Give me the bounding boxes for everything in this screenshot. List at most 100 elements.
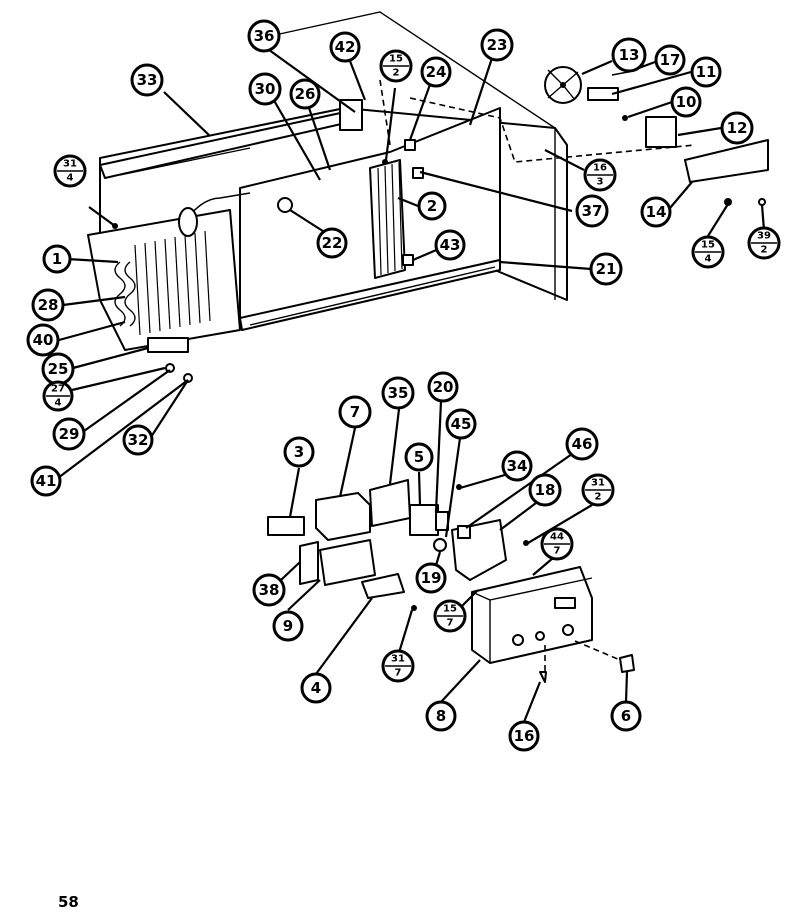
condenser-coil <box>369 159 406 279</box>
callout-label: 43 <box>440 236 461 254</box>
fraction-callout-31-7: 317 <box>381 649 415 683</box>
callout-14: 14 <box>640 196 672 228</box>
fan-motor <box>645 116 677 148</box>
fraction-top: 44 <box>550 532 564 543</box>
switch <box>361 573 405 599</box>
main-chassis-assembly <box>87 11 696 383</box>
capacitor-bracket <box>369 479 411 527</box>
callout-label: 34 <box>507 457 528 475</box>
callout-label: 9 <box>283 617 293 635</box>
callout-40: 40 <box>26 323 60 357</box>
callout-3: 3 <box>283 436 315 468</box>
fraction-bottom: 4 <box>67 173 74 184</box>
callout-10: 10 <box>670 86 702 118</box>
fraction-bottom: 7 <box>395 668 402 679</box>
callout-42: 42 <box>329 31 361 63</box>
callout-41: 41 <box>30 465 62 497</box>
callout-label: 1 <box>52 250 62 268</box>
fraction-bottom: 3 <box>597 177 604 188</box>
callout-30: 30 <box>248 72 282 106</box>
callout-37: 37 <box>575 194 609 228</box>
callout-label: 25 <box>48 360 69 378</box>
fraction-callout-31-2: 312 <box>581 473 615 507</box>
callout-25: 25 <box>41 352 75 386</box>
callout-label: 41 <box>36 472 57 490</box>
callout-23: 23 <box>480 28 514 62</box>
callout-2: 2 <box>417 191 447 221</box>
callout-29: 29 <box>52 417 86 451</box>
callout-36: 36 <box>247 19 281 53</box>
callout-22: 22 <box>316 227 348 259</box>
fraction-bottom: 2 <box>761 245 768 256</box>
callout-9: 9 <box>272 610 304 642</box>
fraction-callout-27-4: 274 <box>42 380 74 412</box>
fraction-top: 15 <box>389 54 403 65</box>
callout-label: 35 <box>388 384 409 402</box>
callout-label: 40 <box>33 331 54 349</box>
callout-26: 26 <box>289 78 321 110</box>
callout-label: 2 <box>427 197 437 215</box>
callout-label: 4 <box>311 679 321 697</box>
callout-label: 19 <box>421 569 442 587</box>
control-assembly <box>267 479 635 683</box>
callout-34: 34 <box>501 450 533 482</box>
control-plate <box>267 516 305 536</box>
callout-19: 19 <box>415 562 447 594</box>
grommet <box>277 197 293 213</box>
fraction-top: 39 <box>757 231 771 242</box>
callout-33: 33 <box>130 63 164 97</box>
evaporator-coil <box>87 192 251 351</box>
control-panel <box>471 566 593 664</box>
terminal-block <box>319 539 376 586</box>
callout-28: 28 <box>31 288 65 322</box>
callout-label: 42 <box>335 38 356 56</box>
callout-label: 7 <box>350 403 360 421</box>
callout-24: 24 <box>420 56 452 88</box>
callout-label: 16 <box>514 727 535 745</box>
knob <box>619 654 635 673</box>
fraction-bottom: 2 <box>595 492 602 503</box>
callout-1: 1 <box>42 244 72 274</box>
callout-label: 13 <box>619 46 640 64</box>
fraction-top: 31 <box>591 478 605 489</box>
callout-label: 28 <box>38 296 59 314</box>
callout-label: 3 <box>294 443 304 461</box>
fraction-callout-31-4: 314 <box>53 154 87 188</box>
callout-13: 13 <box>611 37 647 73</box>
callout-4: 4 <box>300 672 332 704</box>
fraction-top: 31 <box>391 654 405 665</box>
callout-label: 12 <box>727 119 748 137</box>
capillary-drier <box>178 207 198 237</box>
callout-11: 11 <box>690 56 722 88</box>
callout-46: 46 <box>565 427 599 461</box>
fraction-top: 27 <box>51 384 65 395</box>
fraction-bottom: 4 <box>55 398 62 409</box>
fraction-top: 16 <box>593 163 607 174</box>
fraction-callout-15-4: 154 <box>691 235 725 269</box>
fraction-top: 31 <box>63 159 77 170</box>
fraction-callout-15-2: 152 <box>379 49 413 83</box>
screw <box>539 671 547 683</box>
callout-label: 20 <box>433 378 454 396</box>
callout-label: 30 <box>255 80 276 98</box>
callout-18: 18 <box>528 473 562 507</box>
page-number: 58 <box>58 893 79 911</box>
callout-label: 23 <box>487 36 508 54</box>
callout-label: 37 <box>582 202 603 220</box>
fraction-bottom: 7 <box>447 618 454 629</box>
drain-pan <box>147 337 189 353</box>
callout-label: 32 <box>128 431 149 449</box>
callout-32: 32 <box>122 424 154 456</box>
fraction-callout-39-2: 392 <box>747 226 781 260</box>
fraction-bottom: 4 <box>705 254 712 265</box>
fraction-callout-16-3: 163 <box>583 158 617 192</box>
callout-label: 10 <box>676 93 697 111</box>
fan-blade <box>544 66 582 104</box>
callout-5: 5 <box>404 442 434 472</box>
callout-label: 18 <box>535 481 556 499</box>
fraction-top: 15 <box>701 240 715 251</box>
callout-label: 21 <box>596 260 617 278</box>
callout-20: 20 <box>427 371 459 403</box>
fan-motor-assembly <box>544 66 769 206</box>
